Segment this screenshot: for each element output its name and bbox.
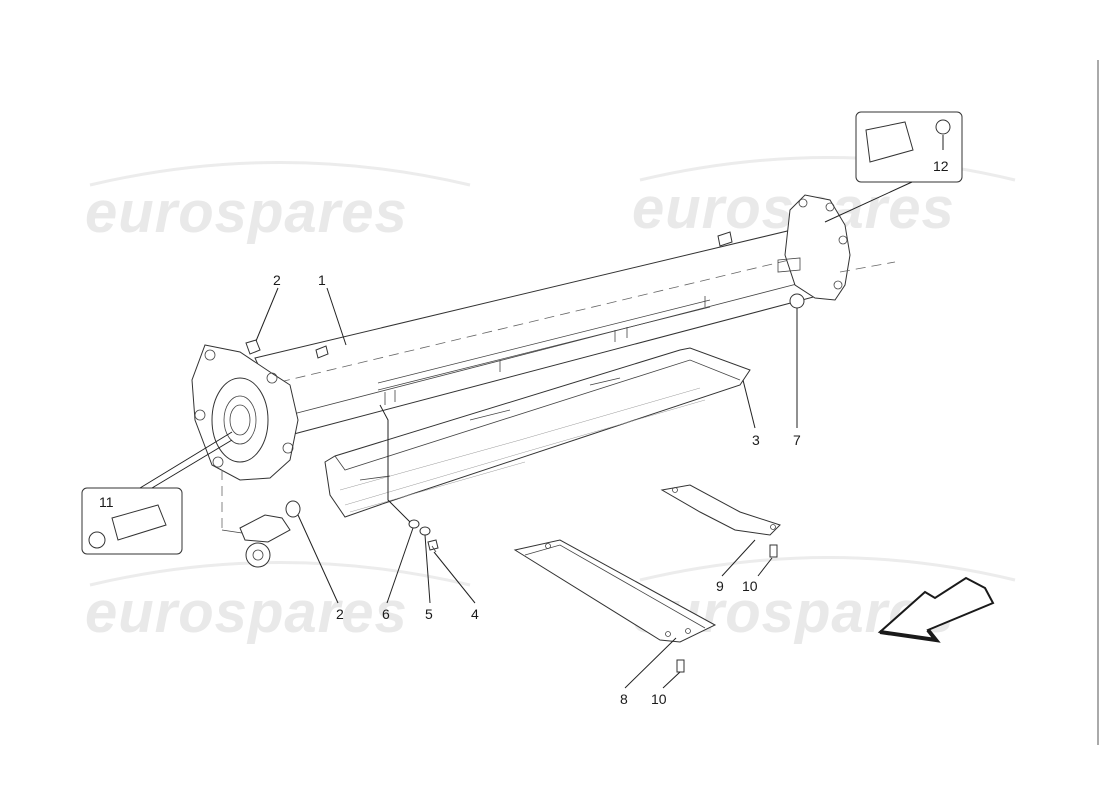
callout-2-bottom: 2: [336, 606, 344, 622]
support-bracket-9: [660, 484, 781, 558]
leader-lines: [255, 287, 798, 689]
callout-2-top: 2: [273, 272, 281, 288]
callout-9: 9: [716, 578, 724, 594]
nut-2-bottom: [285, 500, 301, 518]
callout-4: 4: [471, 606, 479, 622]
callout-5: 5: [425, 606, 433, 622]
watermark-top-left: eurospares: [85, 180, 408, 245]
callout-1: 1: [318, 272, 326, 288]
callout-12: 12: [933, 158, 949, 174]
callout-8: 8: [620, 691, 628, 707]
fastener-stack: [408, 519, 439, 553]
callout-10-lower: 10: [651, 691, 667, 707]
callout-7: 7: [793, 432, 801, 448]
nut-2-top: [245, 339, 261, 355]
callout-11: 11: [99, 494, 114, 510]
callout-labels: 1 2 2 3 4 5 6 7 8 9 10 10 11 12: [99, 158, 949, 707]
watermark-bottom-left: eurospares: [85, 580, 408, 645]
direction-arrow: [877, 576, 995, 643]
support-bracket-8: [513, 539, 717, 673]
transmission-tube: [191, 194, 896, 481]
tube-rail: [377, 296, 711, 405]
bushing-7: [789, 293, 805, 309]
lower-clamp: [221, 470, 291, 568]
callout-10-upper: 10: [742, 578, 758, 594]
heat-shield: [324, 347, 751, 518]
detail-box-11: [81, 431, 233, 555]
callout-3: 3: [752, 432, 760, 448]
detail-box-12: [824, 111, 963, 223]
callout-6: 6: [382, 606, 390, 622]
